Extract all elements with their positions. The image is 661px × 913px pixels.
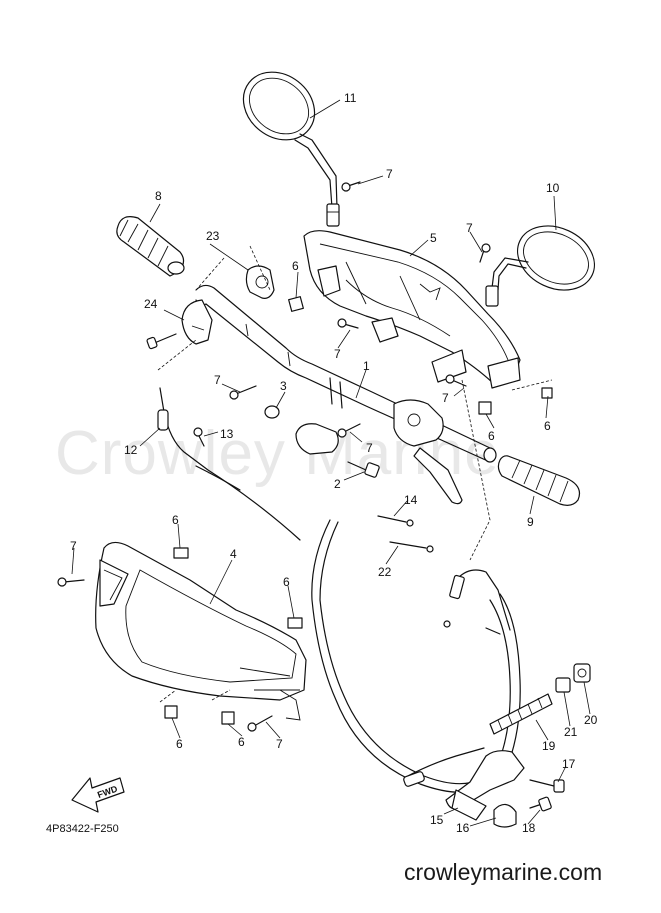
front-cover xyxy=(95,541,307,721)
callout-6: 6 xyxy=(238,735,245,749)
callout-24: 24 xyxy=(144,297,158,311)
callout-20: 20 xyxy=(584,713,598,727)
reference-lines xyxy=(157,245,553,703)
callout-7: 7 xyxy=(386,167,393,181)
screws xyxy=(57,181,491,732)
callout-1: 1 xyxy=(363,359,370,373)
clip-nuts xyxy=(164,296,553,725)
callout-14: 14 xyxy=(404,493,418,507)
callout-15: 15 xyxy=(430,813,444,827)
callout-21: 21 xyxy=(564,725,578,739)
callout-7: 7 xyxy=(466,221,473,235)
callout-2: 2 xyxy=(334,477,341,491)
callout-9: 9 xyxy=(527,515,534,529)
callout-7: 7 xyxy=(70,539,77,553)
leader-lines xyxy=(71,99,591,827)
brand-url: crowleymarine.com xyxy=(404,859,602,885)
callout-12: 12 xyxy=(124,443,138,457)
callout-7: 7 xyxy=(214,373,221,387)
callout-6: 6 xyxy=(544,419,551,433)
callouts: 11 7 8 10 23 5 7 6 24 7 1 7 3 7 6 6 12 1… xyxy=(70,91,598,835)
callout-13: 13 xyxy=(220,427,234,441)
callout-16: 16 xyxy=(456,821,470,835)
callout-7: 7 xyxy=(366,441,373,455)
callout-7: 7 xyxy=(334,347,341,361)
callout-11: 11 xyxy=(344,91,357,105)
callout-17: 17 xyxy=(562,757,576,771)
upper-cover xyxy=(303,230,521,389)
callout-18: 18 xyxy=(522,821,536,835)
grip-right xyxy=(497,455,581,506)
callout-7: 7 xyxy=(442,391,449,405)
mirror-right xyxy=(485,225,596,307)
callout-8: 8 xyxy=(155,189,162,203)
mirror-left xyxy=(242,71,340,227)
callout-6: 6 xyxy=(176,737,183,751)
callout-6: 6 xyxy=(283,575,290,589)
handlebar xyxy=(195,284,497,463)
callout-6: 6 xyxy=(488,429,495,443)
brake-lever xyxy=(393,399,463,505)
callout-7: 7 xyxy=(276,737,283,751)
throttle-housing xyxy=(193,405,380,478)
control-cables xyxy=(311,515,521,793)
throttle-cable xyxy=(157,387,301,541)
callout-19: 19 xyxy=(542,739,556,753)
callout-6: 6 xyxy=(172,513,179,527)
callout-23: 23 xyxy=(206,229,220,243)
callout-10: 10 xyxy=(546,181,560,195)
drawing-code: 4P83422-F250 xyxy=(46,823,119,835)
grip-left xyxy=(116,216,185,277)
lower-bracket xyxy=(445,663,591,828)
callout-6: 6 xyxy=(292,259,299,273)
callout-22: 22 xyxy=(378,565,392,579)
callout-4: 4 xyxy=(230,547,237,561)
callout-5: 5 xyxy=(430,231,437,245)
callout-3: 3 xyxy=(280,379,287,393)
forward-arrow: FWD xyxy=(71,777,125,813)
switch-housing xyxy=(146,265,275,350)
